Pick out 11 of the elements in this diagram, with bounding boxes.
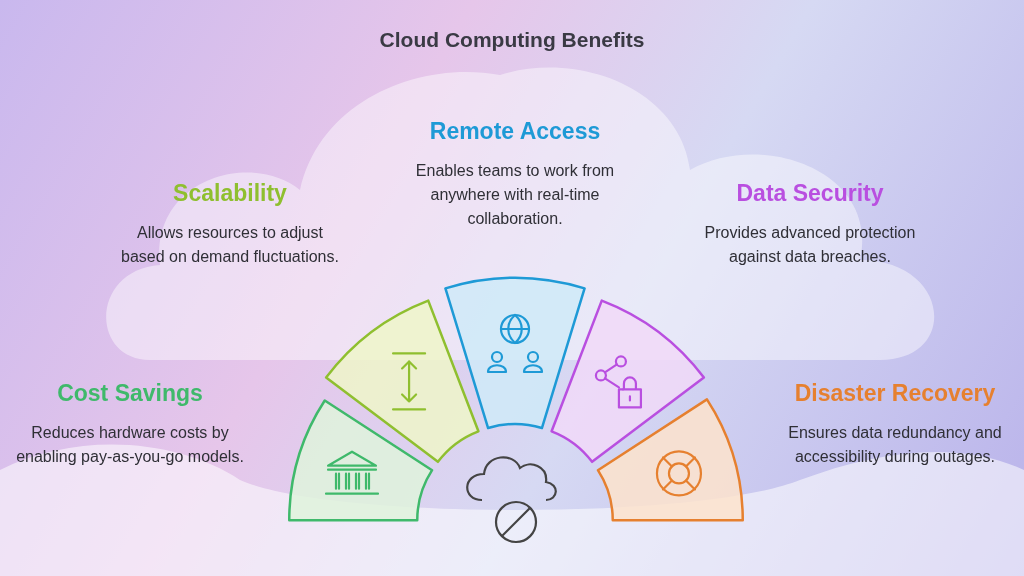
benefit-description: Ensures data redundancy and accessibility during outages. [787, 423, 1003, 467]
benefit-heading: Data Security [735, 180, 885, 207]
benefit-description: Enables teams to work from anywhere with real-time collaboration. [414, 161, 616, 229]
benefit-heading: Scalability [172, 180, 288, 207]
benefit-description: Provides advanced protection against data breaches. [703, 223, 917, 267]
benefit-heading: Cost Savings [56, 380, 204, 407]
benefit-description: Reduces hardware costs by enabling pay-as-you-go models. [15, 423, 245, 467]
benefit-heading: Disaster Recovery [793, 380, 997, 407]
benefit-description: Allows resources to adjust based on demand fluctuations. [120, 223, 340, 267]
title: Cloud Computing Benefits [378, 28, 646, 52]
benefit-heading: Remote Access [428, 118, 602, 145]
